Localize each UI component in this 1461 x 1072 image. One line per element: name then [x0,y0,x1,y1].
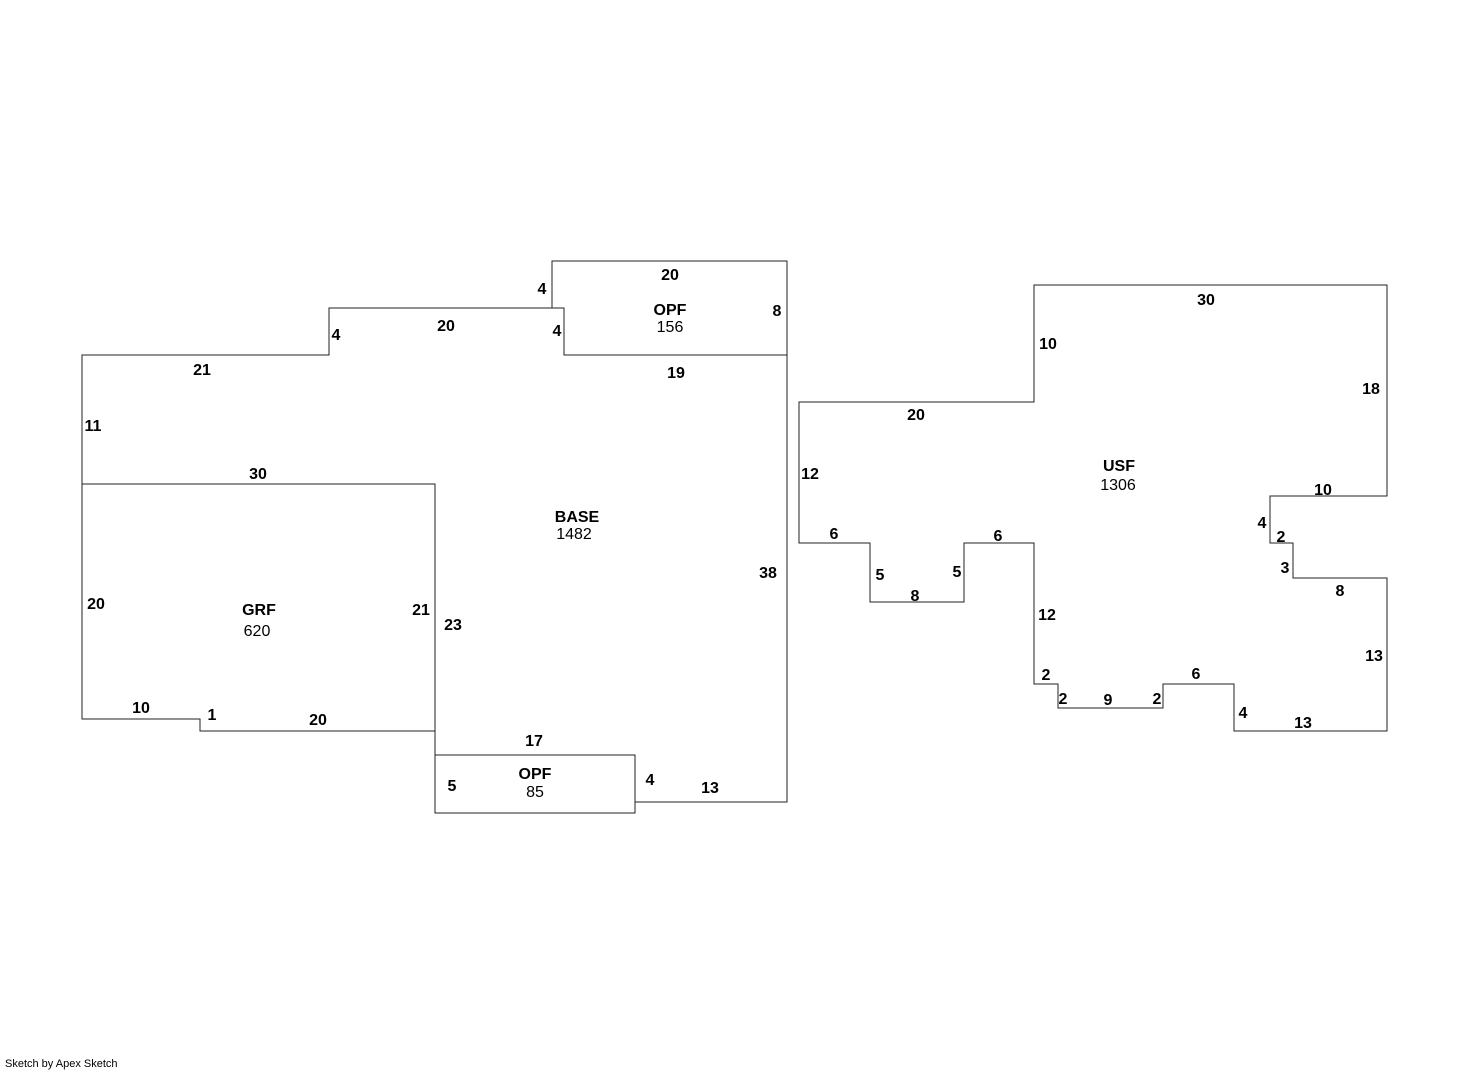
opf-top-area-value: 156 [657,319,684,336]
sketch-credit: Sketch by Apex Sketch [5,1058,118,1070]
base-area-label: BASE [555,509,600,526]
usf-outline [798,284,1388,732]
usf-dimension: 2 [1042,667,1051,684]
usf-dimension: 3 [1281,560,1290,577]
base-area-value: 1482 [556,526,592,543]
grf-outline [81,483,436,732]
usf-dimension: 10 [1314,482,1332,499]
usf-dimension: 13 [1365,648,1383,665]
base-dimension: 38 [759,565,777,582]
usf-dimension: 2 [1059,691,1068,708]
grf-area-label: GRF [242,602,276,619]
base-dimension: 4 [332,327,341,344]
grf-dimension: 10 [132,700,150,717]
usf-dimension: 6 [994,528,1003,545]
opf-bottom-area-label: OPF [519,766,552,783]
usf-dimension: 18 [1362,381,1380,398]
base-dimension: 20 [437,318,455,335]
usf-dimension: 12 [1038,607,1056,624]
usf-dimension: 13 [1294,715,1312,732]
base-dimension: 4 [646,772,655,789]
base-dimension: 4 [538,281,547,298]
base-dimension: 13 [701,780,719,797]
grf-dimension: 1 [208,707,217,724]
grf-dimension: 30 [249,466,267,483]
usf-dimension: 4 [1258,515,1267,532]
usf-dimension: 5 [953,564,962,581]
usf-dimension: 2 [1153,691,1162,708]
grf-area-value: 620 [244,623,271,640]
opf-bottom-area-value: 85 [526,784,544,801]
opf-top-dimension: 8 [773,303,782,320]
opf-bottom-dimension: 5 [448,778,457,795]
base-dimension: 11 [85,418,102,435]
grf-dimension: 20 [87,596,105,613]
usf-dimension: 8 [911,588,920,605]
base-dimension: 17 [525,733,543,750]
base-dimension: 19 [667,365,685,382]
base-dimension: 4 [553,323,562,340]
usf-area-value: 1306 [1100,477,1136,494]
usf-dimension: 30 [1197,292,1215,309]
opf-bottom-outline [434,754,636,814]
base-dimension: 21 [193,362,211,379]
opf-top-dimension: 20 [661,267,679,284]
usf-dimension: 12 [801,466,819,483]
usf-dimension: 6 [830,526,839,543]
usf-area-label: USF [1103,458,1135,475]
usf-dimension: 6 [1192,666,1201,683]
usf-dimension: 5 [876,567,885,584]
base-dimension: 23 [444,617,462,634]
usf-dimension: 2 [1277,529,1286,546]
usf-dimension: 20 [907,407,925,424]
grf-dimension: 20 [309,712,327,729]
grf-dimension: 21 [412,602,430,619]
usf-dimension: 9 [1104,692,1113,709]
opf-top-area-label: OPF [654,302,687,319]
opf-top-outline [551,260,788,356]
usf-dimension: 10 [1039,336,1057,353]
usf-dimension: 4 [1239,705,1248,722]
usf-dimension: 8 [1336,583,1345,600]
